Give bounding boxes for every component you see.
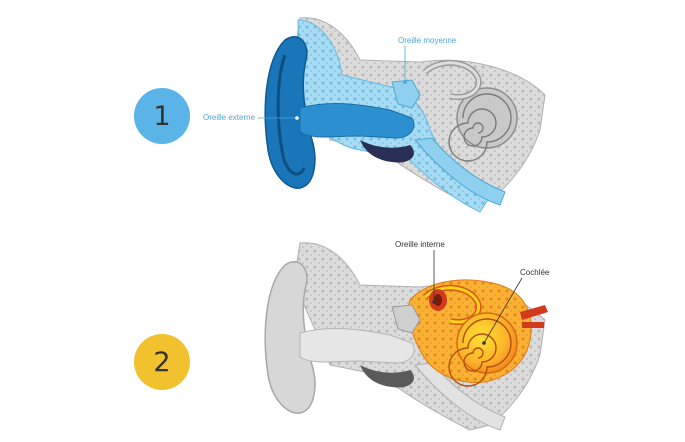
label-outer-ear: Oreille externe [203,113,256,122]
ear-canal [299,103,415,139]
auditory-nerve [520,305,548,320]
label-inner-ear: Oreille interne [395,240,445,249]
step-2-badge: 2 [134,334,190,390]
label-cochlea: Cochlée [520,268,550,277]
step-1-number: 1 [153,100,171,132]
step-2-number: 2 [153,346,171,378]
label-middle-ear: Oreille moyenne [398,36,457,45]
ossicles [391,79,421,109]
step-1-badge: 1 [134,88,190,144]
cochlea-orange [456,312,518,374]
cochlea-grey [456,87,518,149]
pinna-2 [264,261,316,414]
